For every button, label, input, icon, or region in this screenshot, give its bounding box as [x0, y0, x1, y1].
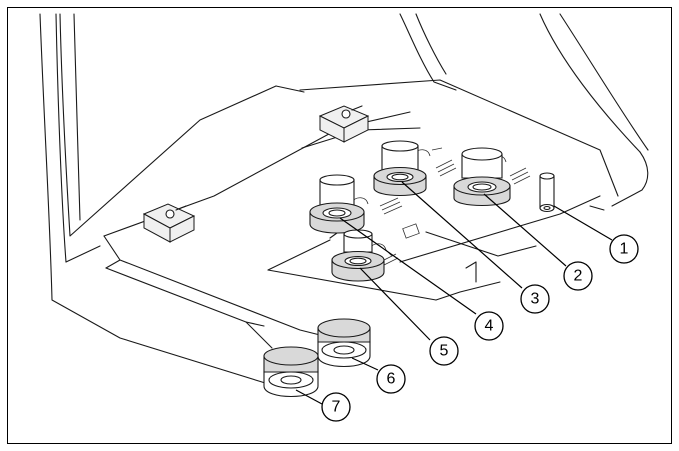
mounting-bracket-left	[142, 203, 196, 243]
fitting-5-nut	[331, 229, 385, 282]
callout-6: 6	[376, 364, 406, 394]
callout-2-label: 2	[574, 268, 583, 285]
callout-3-label: 3	[531, 291, 540, 308]
leader-6	[351, 357, 379, 371]
callout-5: 5	[429, 336, 459, 366]
fitting-7-nut	[263, 346, 319, 398]
callout-2: 2	[563, 261, 593, 291]
callout-4: 4	[474, 311, 504, 341]
callout-7: 7	[321, 392, 351, 422]
leader-4	[339, 217, 477, 315]
leader-5	[359, 267, 431, 341]
fitting-3-nut	[373, 140, 427, 196]
fitting-6-nut	[317, 318, 371, 367]
callout-5-label: 5	[440, 343, 449, 360]
leader-2	[483, 193, 567, 267]
leader-3	[401, 181, 523, 289]
mounting-bracket-right	[318, 105, 370, 143]
fitting-1-pipe	[539, 172, 555, 213]
leader-7	[295, 389, 323, 405]
fitting-4-nut	[309, 174, 365, 234]
fitting-2-nut	[453, 147, 511, 206]
leader-lines	[295, 181, 613, 405]
leader-1	[553, 205, 613, 241]
callout-1-label: 1	[620, 241, 629, 258]
callout-1: 1	[609, 234, 639, 264]
callout-7-label: 7	[332, 399, 341, 416]
callout-6-label: 6	[387, 371, 396, 388]
callout-4-label: 4	[485, 318, 494, 335]
callout-3: 3	[520, 284, 550, 314]
